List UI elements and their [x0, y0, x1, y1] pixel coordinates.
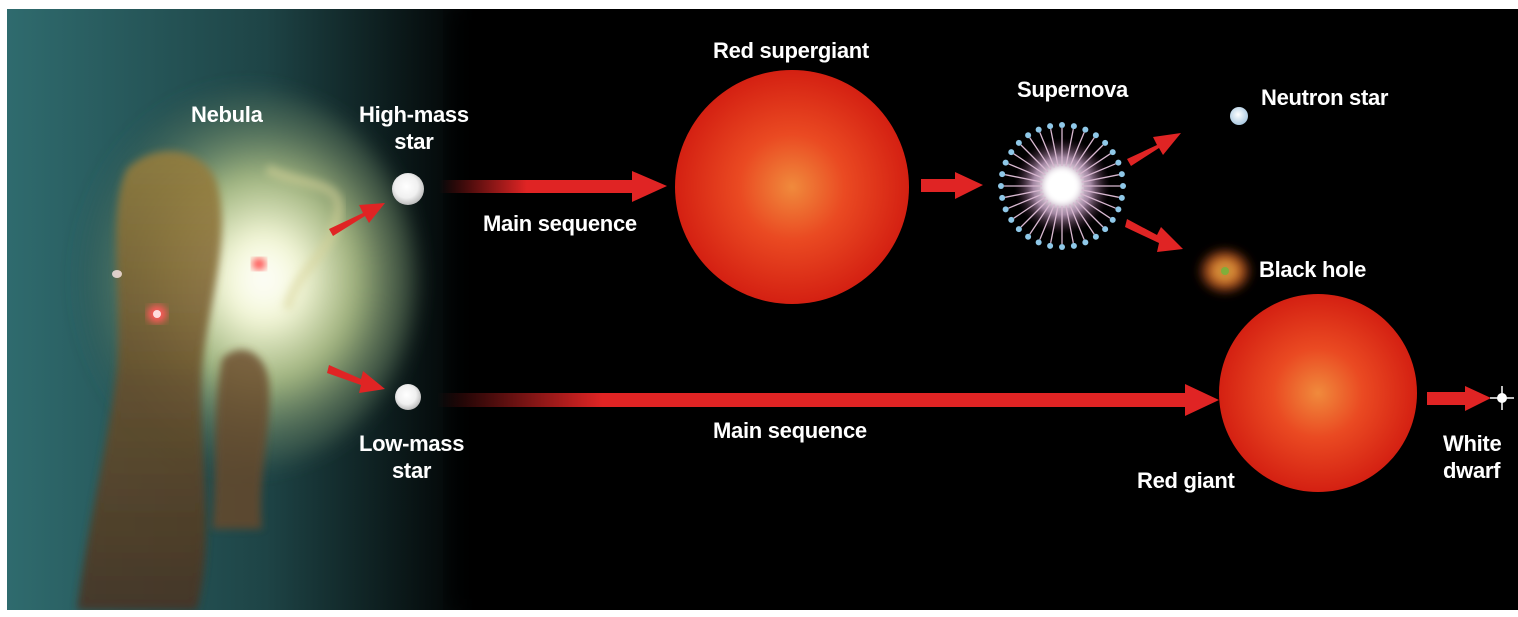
supernova-ray-tip — [998, 183, 1004, 189]
supernova-ray-tip — [1002, 206, 1009, 213]
supernova-ray-tip — [1102, 139, 1109, 146]
label-red-supergiant: Red supergiant — [713, 38, 869, 63]
label-high-mass-line1: High-mass — [359, 102, 469, 127]
supernova-ray-tip — [1115, 206, 1122, 213]
main-sequence-arrow-high — [439, 171, 667, 202]
high-mass-star — [392, 173, 424, 205]
label-white-dwarf: White dwarf — [1443, 430, 1502, 484]
red-supergiant — [675, 70, 909, 304]
low-mass-star — [395, 384, 421, 410]
supernova-ray — [1050, 128, 1059, 167]
supernova-ray-tip — [1059, 122, 1065, 128]
supernova-ray-tip — [1109, 149, 1116, 156]
label-low-mass-line2: star — [392, 458, 432, 483]
supernova-ray — [1008, 193, 1044, 209]
supernova-ray-tip — [1025, 132, 1032, 139]
supernova-ray — [1069, 204, 1085, 240]
supernova-ray — [1069, 132, 1085, 168]
arrow-red-giant-to-white-dwarf — [1427, 386, 1491, 411]
neutron-star — [1230, 107, 1248, 125]
supernova-ray — [1080, 193, 1116, 209]
arrow-supernova-to-neutron-star — [1127, 133, 1181, 166]
supernova-ray-tip — [1070, 242, 1077, 249]
red-giant — [1219, 294, 1417, 492]
label-white-dwarf-line2: dwarf — [1443, 458, 1501, 483]
supernova-ray — [1078, 153, 1111, 176]
supernova-ray-tip — [1120, 183, 1126, 189]
supernova-ray-tip — [1082, 239, 1089, 246]
supernova-ray-tip — [1015, 226, 1022, 233]
supernova-ray — [1075, 144, 1104, 173]
supernova-ray-tip — [1008, 216, 1015, 223]
supernova-ray-tip — [1059, 244, 1065, 250]
supernova-ray — [1029, 137, 1052, 170]
supernova — [998, 122, 1126, 250]
supernova-ray — [1020, 199, 1049, 228]
supernova-ray-tip — [1002, 159, 1009, 166]
supernova-ray — [1039, 204, 1055, 240]
supernova-ray — [1075, 199, 1104, 228]
supernova-ray-tip — [1047, 242, 1054, 249]
supernova-ray-tip — [1082, 126, 1089, 133]
supernova-ray-tip — [1092, 233, 1099, 240]
label-neutron-star: Neutron star — [1261, 85, 1389, 110]
supernova-ray — [1029, 202, 1052, 235]
supernova-ray-tip — [1109, 216, 1116, 223]
supernova-ray — [1078, 196, 1111, 219]
arrow-supergiant-to-supernova — [921, 172, 983, 199]
arrow-nebula-to-low-mass — [327, 365, 385, 393]
black-hole — [1195, 245, 1255, 297]
supernova-ray — [1080, 163, 1116, 179]
supernova-ray — [1065, 205, 1074, 244]
supernova-ray — [1072, 202, 1095, 235]
supernova-ray-tip — [1118, 194, 1125, 201]
label-red-giant: Red giant — [1137, 468, 1235, 493]
nebula-image — [7, 9, 487, 610]
supernova-ray-tip — [1015, 139, 1022, 146]
label-high-mass-star: High-mass star — [359, 101, 469, 155]
supernova-ray — [1050, 205, 1059, 244]
supernova-ray-tip — [1008, 149, 1015, 156]
supernova-ray-tip — [1070, 123, 1077, 130]
label-high-mass-line2: star — [394, 129, 434, 154]
label-black-hole: Black hole — [1259, 257, 1367, 282]
diagram-canvas — [7, 9, 1514, 610]
supernova-ray-tip — [1047, 123, 1054, 130]
supernova-ray — [1039, 132, 1055, 168]
supernova-ray-tip — [999, 171, 1006, 178]
main-sequence-arrow-low — [437, 384, 1219, 416]
supernova-ray — [1013, 196, 1046, 219]
supernova-ray — [1081, 189, 1120, 198]
label-nebula: Nebula — [191, 102, 263, 127]
supernova-ray-tip — [1035, 239, 1042, 246]
supernova-ray-tip — [1102, 226, 1109, 233]
supernova-ray — [1065, 128, 1074, 167]
supernova-ray-tip — [1092, 132, 1099, 139]
label-supernova: Supernova — [1017, 77, 1128, 102]
supernova-ray-tip — [999, 194, 1006, 201]
supernova-ray — [1008, 163, 1044, 179]
supernova-ray-tip — [1035, 126, 1042, 133]
supernova-ray — [1013, 153, 1046, 176]
supernova-ray-tip — [1118, 171, 1125, 178]
supernova-ray — [1020, 144, 1049, 173]
supernova-ray — [1081, 174, 1120, 183]
stellar-evolution-diagram: Nebula High-mass star Low-mass star Main… — [7, 9, 1518, 610]
supernova-ray — [1004, 189, 1043, 198]
supernova-ray — [1004, 174, 1043, 183]
white-dwarf — [1490, 386, 1514, 410]
supernova-ray-tip — [1115, 159, 1122, 166]
supernova-ray-tip — [1025, 233, 1032, 240]
arrow-nebula-to-high-mass — [329, 203, 385, 236]
label-low-mass-line1: Low-mass — [359, 431, 465, 456]
label-main-sequence-high: Main sequence — [483, 211, 637, 236]
label-low-mass-star: Low-mass star — [359, 430, 464, 484]
supernova-ray — [1072, 137, 1095, 170]
label-white-dwarf-line1: White — [1443, 431, 1502, 456]
arrow-supernova-to-black-hole — [1125, 219, 1183, 252]
label-main-sequence-low: Main sequence — [713, 418, 867, 443]
